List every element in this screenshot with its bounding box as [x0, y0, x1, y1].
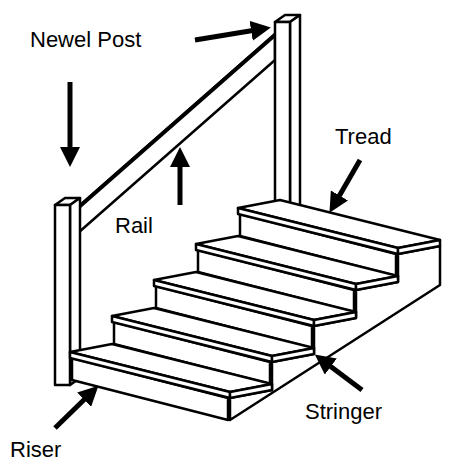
tread [70, 344, 272, 392]
tread-end [230, 384, 272, 398]
part-label: Riser [10, 438, 61, 462]
tread-end [314, 312, 356, 326]
leader-arrow [334, 160, 360, 205]
tread-end [272, 348, 314, 362]
part-label: Tread [335, 125, 392, 149]
tread-end [356, 276, 398, 290]
part-label: Stringer [305, 400, 382, 424]
tread [238, 200, 440, 248]
newel-post [55, 205, 70, 385]
tread [154, 272, 356, 320]
part-label: Newel Post [30, 28, 141, 52]
tread [196, 236, 398, 284]
leader-arrow [322, 360, 362, 390]
leader-arrow [55, 392, 92, 428]
tread-nosing [70, 352, 230, 398]
rail-top [70, 27, 285, 214]
part-label: Rail [115, 214, 153, 238]
leader-arrow [195, 29, 262, 40]
tread-end [398, 240, 440, 254]
leader-arrow [68, 82, 73, 158]
tread [112, 308, 314, 356]
leader-arrow [178, 156, 183, 205]
